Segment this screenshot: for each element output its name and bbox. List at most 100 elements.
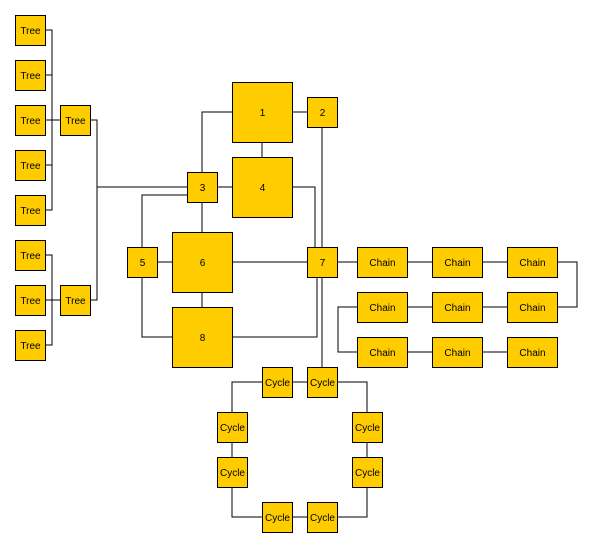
node-box <box>15 150 46 181</box>
node-box <box>15 285 46 316</box>
node-box <box>15 60 46 91</box>
edge-n3-n5 <box>141 194 187 247</box>
node-label: 7 <box>320 258 326 269</box>
node-c7[interactable]: Chain <box>357 337 408 368</box>
node-n4[interactable]: 4 <box>232 157 293 218</box>
node-n8[interactable]: 8 <box>172 307 233 368</box>
node-n1[interactable]: 1 <box>232 82 293 143</box>
node-label: 3 <box>200 183 206 194</box>
node-box <box>432 292 483 323</box>
node-y7[interactable]: Cycle <box>217 457 248 488</box>
node-label: Tree <box>20 206 41 217</box>
edge-y2-y3 <box>337 381 368 412</box>
node-tB[interactable]: Tree <box>60 285 91 316</box>
node-c6[interactable]: Chain <box>357 292 408 323</box>
node-y4[interactable]: Cycle <box>352 457 383 488</box>
node-c2[interactable]: Chain <box>432 247 483 278</box>
node-box <box>357 292 408 323</box>
node-label: Cycle <box>265 378 290 389</box>
node-c5[interactable]: Chain <box>432 292 483 323</box>
node-y1[interactable]: Cycle <box>262 367 293 398</box>
node-y2[interactable]: Cycle <box>307 367 338 398</box>
node-label: Chain <box>369 303 395 314</box>
node-label: Chain <box>519 303 545 314</box>
node-box <box>187 172 218 203</box>
node-box <box>15 15 46 46</box>
node-t2[interactable]: Tree <box>15 60 46 91</box>
node-box <box>15 240 46 271</box>
edge-tB-n3 <box>90 186 187 301</box>
node-y6[interactable]: Cycle <box>262 502 293 533</box>
node-box <box>217 412 248 443</box>
node-n3[interactable]: 3 <box>187 172 218 203</box>
node-y8[interactable]: Cycle <box>217 412 248 443</box>
node-box <box>307 367 338 398</box>
node-box <box>127 247 158 278</box>
edge-t5-tA <box>45 119 60 211</box>
node-box <box>217 457 248 488</box>
node-label: Cycle <box>220 423 245 434</box>
edge-t8-tB <box>45 299 60 346</box>
node-label: Chain <box>369 258 395 269</box>
edge-t6-tB <box>45 254 60 301</box>
node-box <box>262 367 293 398</box>
node-t5[interactable]: Tree <box>15 195 46 226</box>
node-label: Tree <box>20 116 41 127</box>
node-label: Tree <box>20 71 41 82</box>
node-c3[interactable]: Chain <box>507 247 558 278</box>
edge-y4-y5 <box>337 487 368 518</box>
node-box <box>507 247 558 278</box>
node-c9[interactable]: Chain <box>507 337 558 368</box>
node-label: Chain <box>444 303 470 314</box>
node-n5[interactable]: 5 <box>127 247 158 278</box>
node-box <box>15 195 46 226</box>
node-label: Chain <box>444 258 470 269</box>
node-c8[interactable]: Chain <box>432 337 483 368</box>
node-box <box>232 157 293 218</box>
node-label: Cycle <box>355 423 380 434</box>
node-label: Tree <box>20 341 41 352</box>
node-t7[interactable]: Tree <box>15 285 46 316</box>
node-tA[interactable]: Tree <box>60 105 91 136</box>
node-t1[interactable]: Tree <box>15 15 46 46</box>
node-t8[interactable]: Tree <box>15 330 46 361</box>
edge-y8-y1 <box>231 381 262 412</box>
node-box <box>352 412 383 443</box>
node-box <box>357 247 408 278</box>
node-y3[interactable]: Cycle <box>352 412 383 443</box>
node-label: Tree <box>20 296 41 307</box>
node-label: Chain <box>519 348 545 359</box>
node-n6[interactable]: 6 <box>172 232 233 293</box>
node-box <box>60 285 91 316</box>
node-label: Chain <box>519 258 545 269</box>
node-label: Tree <box>65 116 86 127</box>
node-box <box>432 337 483 368</box>
node-box <box>307 502 338 533</box>
node-n7[interactable]: 7 <box>307 247 338 278</box>
node-label: 8 <box>200 333 206 344</box>
node-t4[interactable]: Tree <box>15 150 46 181</box>
node-label: Cycle <box>310 378 335 389</box>
node-c4[interactable]: Chain <box>507 292 558 323</box>
node-box <box>432 247 483 278</box>
edge-n4-n7 <box>292 186 316 247</box>
node-label: 4 <box>260 183 266 194</box>
node-box <box>507 337 558 368</box>
node-box <box>307 97 338 128</box>
edge-n1-n3 <box>201 111 232 172</box>
node-box <box>60 105 91 136</box>
node-c1[interactable]: Chain <box>357 247 408 278</box>
node-box <box>307 247 338 278</box>
node-label: Cycle <box>220 468 245 479</box>
node-y5[interactable]: Cycle <box>307 502 338 533</box>
node-label: 6 <box>200 258 206 269</box>
node-t6[interactable]: Tree <box>15 240 46 271</box>
node-label: Cycle <box>265 513 290 524</box>
node-n2[interactable]: 2 <box>307 97 338 128</box>
node-box <box>507 292 558 323</box>
edge-c3-c4 <box>557 261 578 308</box>
node-box <box>357 337 408 368</box>
edge-layer <box>45 29 578 518</box>
node-t3[interactable]: Tree <box>15 105 46 136</box>
node-label: Tree <box>20 26 41 37</box>
